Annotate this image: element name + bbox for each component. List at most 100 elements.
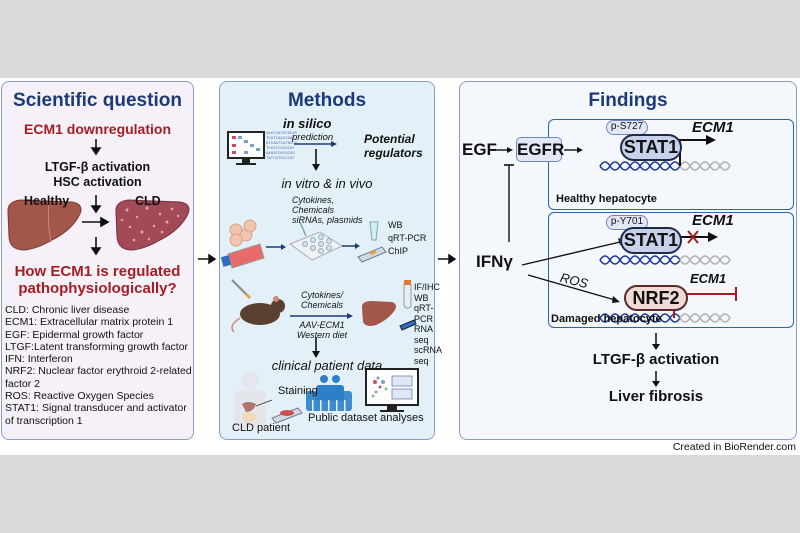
arrow-down-icon: [90, 247, 102, 256]
biorender-credit: Created in BioRender.com: [672, 441, 796, 453]
svg-text:AAGATCATGCGG: AAGATCATGCGG: [266, 152, 295, 156]
arrow-right-icon: [507, 147, 513, 153]
healthy-hepatocyte-label: Healthy hepatocyte: [556, 193, 657, 205]
step-ltgf: LTGF-β activation: [44, 160, 151, 174]
in-silico-label: in silico: [283, 116, 332, 131]
cell-assays: WB qRT-PCR ChIP: [388, 220, 427, 256]
arrow-right-icon: [347, 313, 353, 319]
research-question: How ECM1 is regulated pathophysiological…: [14, 263, 181, 297]
data-analysis-monitor-icon: [365, 368, 419, 412]
arrow-right-icon: [448, 253, 457, 265]
findings-panel: Findings: [459, 81, 797, 440]
glossary-item: CLD: Chronic liver disease: [5, 304, 130, 316]
glossary-item: of transcription 1: [5, 414, 83, 427]
glossary-item: STAT1: Signal transducer and activator: [5, 402, 187, 415]
nrf2-protein: NRF2: [624, 285, 688, 311]
arrow-down-icon: [312, 351, 320, 358]
svg-text:TCATCCGCGCAT: TCATCCGCGCAT: [266, 147, 295, 151]
damaged-hepatocyte-box: [548, 212, 794, 328]
ifn-gamma-label: IFNγ: [476, 252, 513, 271]
blood-tube-icon: [403, 280, 412, 309]
sequence-text-icon: AAGTCATGCGCATTCATCAGCCGATATCAATCATGCCGTC…: [266, 132, 298, 161]
step-list: LTGF-β activation HSC activation: [2, 160, 193, 190]
scientific-question-panel: Scientific question ECM1 downregulation: [1, 81, 194, 440]
svg-text:ATCAATCATGCCG: ATCAATCATGCCG: [266, 142, 298, 146]
arrow-right-icon: [355, 243, 360, 249]
computer-monitor-icon: [227, 131, 265, 165]
cld-label: CLD: [135, 194, 161, 208]
egfr-receptor: EGFR: [516, 137, 564, 162]
healthy-hepatocyte-box: [548, 119, 794, 210]
phospho-s727-tag: p-S727: [606, 120, 648, 135]
glossary: CLD: Chronic liver disease ECM1: Extrace…: [5, 304, 192, 427]
arrow-right-icon: [100, 216, 110, 228]
panel1-arrows: [7, 139, 190, 256]
egf-label: EGF: [462, 140, 497, 159]
mouse-icon: [231, 296, 285, 333]
arrow-down-icon: [312, 164, 320, 171]
staining-label: Staining: [278, 385, 318, 397]
chip-icon: [399, 319, 417, 331]
glossary-item: NRF2: Nuclear factor erythroid 2-related: [5, 365, 192, 378]
step-hsc: HSC activation: [53, 175, 142, 189]
arrow-down-icon: [652, 344, 660, 350]
well-plate-icon: [288, 221, 344, 261]
mouse-treatments-top: Cytokines/ Chemicals: [300, 290, 344, 310]
glossary-item: ROS: Reactive Oxygen Species: [5, 390, 154, 403]
dna-helix-icon: [599, 313, 731, 323]
svg-text:AAGTCATGCGCAT: AAGTCATGCGCAT: [266, 132, 298, 136]
patient-body-icon: [234, 371, 266, 428]
mouse-assays: IF/IHC WB qRT-PCR RNA seq scRNA seq: [414, 282, 442, 366]
glossary-item: factor 2: [5, 377, 41, 390]
ecm1-gene-nrf2: ECM1: [690, 271, 727, 286]
glossary-item: ECM1: Extracellular matrix protein 1: [5, 316, 174, 329]
panel-title: Methods: [287, 90, 367, 111]
ecm1-gene-healthy: ECM1: [692, 119, 734, 136]
headline: ECM1 downregulation: [24, 121, 171, 137]
cld-patient-label: CLD patient: [232, 422, 291, 434]
healthy-label: Healthy: [24, 194, 70, 208]
healthy-liver-icon: [7, 199, 82, 251]
mouse-liver-icon: [361, 301, 396, 326]
panel-title: Scientific question: [13, 90, 182, 111]
glossary-item: EGF: Epidermal growth factor: [5, 328, 144, 341]
arrow-right-icon: [208, 253, 217, 265]
panel-connectors: [198, 253, 457, 265]
stat1-healthy: STAT1: [620, 134, 682, 161]
transcription-arrow-icon: [708, 232, 718, 242]
arrow-icon: [612, 296, 620, 303]
diseased-liver-icon: [115, 199, 190, 251]
cell-culture-icon: [220, 219, 265, 269]
svg-text:TCATCAGCCGAT: TCATCAGCCGAT: [266, 137, 295, 141]
graphical-abstract: Scientific question ECM1 downregulation: [0, 78, 800, 455]
people-group-icon: [306, 375, 352, 411]
damaged-hepatocyte-label: Damaged hepatocyte: [551, 313, 662, 325]
methods-graphics: AAGTCATGCGCATTCATCAGCCGATATCAATCATGCCGTC…: [220, 131, 419, 428]
arrow-right-icon: [331, 141, 337, 147]
arrow-down-icon: [90, 205, 102, 214]
ltgf-activation-outcome: LTGF-β activation: [592, 351, 720, 368]
glossary-item: LTGF:Latent transforming growth factor: [5, 340, 189, 353]
potential-regulators: Potential regulators: [364, 132, 423, 160]
syringe-icon: [231, 279, 247, 295]
dna-helix-icon: [599, 161, 731, 171]
stat1-damaged: STAT1: [620, 227, 682, 254]
liver-fibrosis-outcome: Liver fibrosis: [608, 388, 704, 405]
clinical-data-label: clinical patient data: [271, 358, 383, 373]
arrow-down-icon: [90, 147, 102, 156]
blocked-x-icon: [687, 230, 699, 244]
in-vitro-in-vivo-label: in vitro & in vivo: [281, 176, 373, 191]
panel-title: Findings: [588, 90, 668, 111]
mouse-treatments-bottom: AAV-ECM1 Western diet: [296, 320, 348, 340]
arrow-right-icon: [281, 244, 286, 250]
svg-text:TATCATGCCCAT: TATCATGCCCAT: [266, 157, 295, 161]
tube-and-slide-icon: [357, 221, 387, 263]
arrow-down-icon: [652, 381, 660, 387]
arrow-right-icon: [577, 147, 583, 153]
public-dataset-label: Public dataset analyses: [308, 412, 424, 424]
dna-helix-icon: [599, 255, 731, 265]
ecm1-gene-damaged: ECM1: [692, 212, 734, 229]
glossary-item: IFN: Interferon: [5, 353, 73, 366]
transcription-arrow-icon: [706, 135, 716, 145]
